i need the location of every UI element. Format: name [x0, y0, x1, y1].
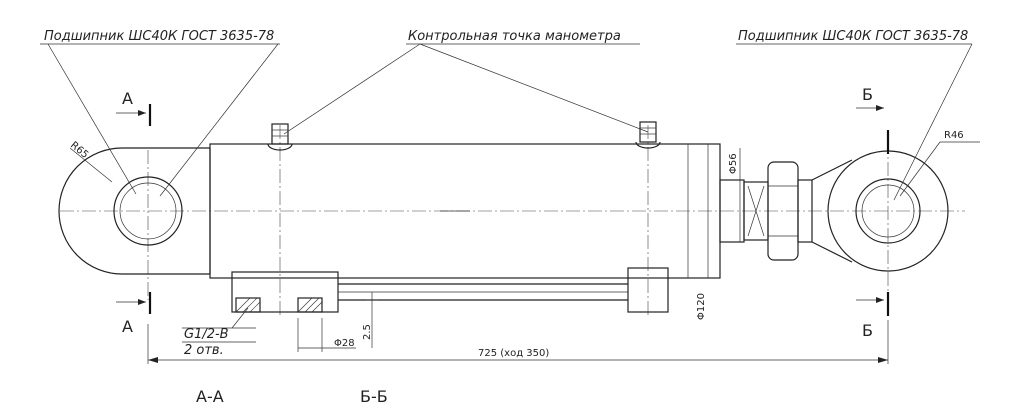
port-diameter-label: Φ28 — [334, 338, 355, 349]
view-bb-label: Б-Б — [360, 387, 388, 406]
radius-right-label: R46 — [944, 130, 964, 141]
leader-lines — [40, 43, 980, 343]
bearing-right-label: Подшипник ШС40К ГОСТ 3635-78 — [738, 29, 968, 44]
overall-length-label: 725 (ход 350) — [478, 348, 549, 359]
section-cut-markers — [116, 104, 890, 316]
port-block — [231, 267, 669, 313]
gauge-fitting-right — [635, 121, 661, 149]
view-aa-label: А-А — [196, 387, 224, 406]
dimension-lines — [147, 144, 889, 364]
cylinder-diameter-label: Φ120 — [696, 293, 707, 320]
radius-left-label: R65 — [68, 140, 90, 161]
small-dimension-label: 2.5 — [362, 324, 373, 340]
thread-label: G1/2-B — [184, 327, 229, 342]
section-a-top: А — [122, 89, 133, 108]
center-lines — [60, 125, 965, 318]
section-b-bottom: Б — [862, 321, 873, 340]
bearing-left-label: Подшипник ШС40К ГОСТ 3635-78 — [44, 29, 274, 44]
rod-diameter-label: Φ56 — [728, 153, 739, 174]
gauge-point-label: Контрольная точка манометра — [408, 29, 621, 44]
section-a-bottom: А — [122, 317, 133, 336]
text-labels: Подшипник ШС40К ГОСТ 3635-78 Контрольная… — [44, 29, 968, 406]
holes-label: 2 отв. — [184, 343, 224, 358]
section-b-top: Б — [862, 85, 873, 104]
gauge-fitting-left — [267, 123, 293, 151]
